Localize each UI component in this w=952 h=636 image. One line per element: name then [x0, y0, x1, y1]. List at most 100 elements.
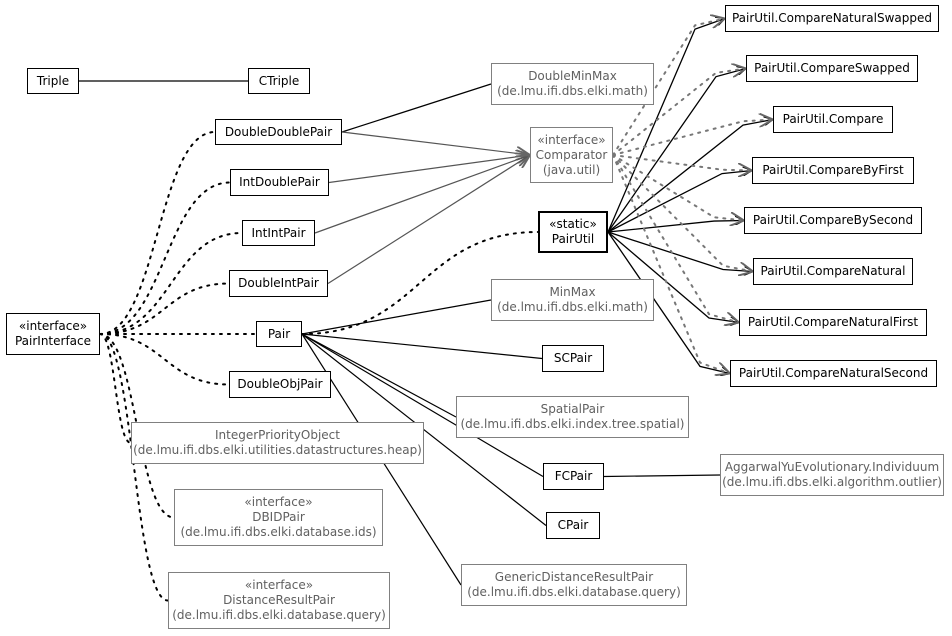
edge-comparator-to-compare_by_second: [612, 154, 745, 221]
interface-comparator[interactable]: «interface»Comparator(java.util): [530, 127, 613, 183]
class-min-max[interactable]: MinMax(de.lmu.ifi.dbs.elki.math): [491, 279, 654, 321]
edge-comparator-to-compare_natural: [612, 154, 753, 272]
node-text-line: DoubleIntPair: [238, 276, 319, 290]
node-text-line: CPair: [557, 518, 589, 532]
node-text-line: DoubleDoublePair: [224, 124, 333, 139]
node-text-line: IntegerPriorityObject: [215, 428, 340, 442]
interface-distance-result-pair[interactable]: «interface»DistanceResultPair(de.lmu.ifi…: [168, 572, 390, 629]
node-text-line: Pair: [267, 326, 291, 341]
node-text-line: «interface»: [244, 578, 314, 592]
node-text-line: IntIntPair: [251, 225, 306, 240]
edge-pair_interface-to-double_int_pair: [99, 282, 230, 335]
edge-comparator-to-compare_by_first: [612, 154, 753, 171]
interface-dbid-pair[interactable]: «interface»DBIDPair(de.lmu.ifi.dbs.elki.…: [174, 489, 383, 546]
class-compare-natural-first[interactable]: PairUtil.CompareNaturalFirst: [739, 309, 927, 336]
node-text-line: (java.util): [542, 162, 601, 177]
edge-pair-to-fc_pair: [301, 333, 544, 478]
node-text-line: «interface»: [18, 319, 88, 333]
node-text-line: DoubleMinMax: [528, 69, 617, 83]
class-triple[interactable]: Triple: [27, 68, 79, 94]
class-double-min-max[interactable]: DoubleMinMax(de.lmu.ifi.dbs.elki.math): [491, 63, 654, 105]
node-text-line: (de.lmu.ifi.dbs.elki.database.ids): [180, 525, 377, 539]
class-compare-natural-swapped[interactable]: PairUtil.CompareNaturalSwapped: [725, 5, 939, 32]
node-text-line: PairUtil.CompareNaturalSecond: [738, 366, 929, 380]
class-compare-natural-second[interactable]: PairUtil.CompareNaturalSecond: [730, 360, 937, 387]
node-text-line: DBIDPair: [252, 510, 305, 524]
node-text-line: DoubleObjPair: [237, 377, 323, 391]
class-fc-pair[interactable]: FCPair: [543, 463, 604, 490]
edge-fc_pair-to-aggarwal_yu: [603, 474, 721, 478]
class-double-double-pair[interactable]: DoubleDoublePair: [215, 119, 342, 145]
node-text-line: MinMax: [549, 285, 596, 299]
node-text-line: (de.lmu.ifi.dbs.elki.database.query): [467, 585, 681, 599]
edge-pair_interface-to-int_int_pair: [99, 232, 243, 335]
edge-comparator-to-compare_natural_second: [612, 154, 730, 374]
node-text-line: «interface»: [244, 495, 313, 509]
node-text-line: (de.lmu.ifi.dbs.elki.math): [497, 84, 648, 98]
class-c-pair[interactable]: CPair: [546, 512, 600, 539]
node-text-line: PairUtil.CompareNaturalSwapped: [731, 11, 932, 25]
edge-pair-to-spatial_pair: [301, 333, 457, 418]
node-text-line: PairUtil.CompareBySecond: [752, 213, 914, 227]
node-text-line: «interface»: [537, 132, 606, 147]
node-text-line: Triple: [36, 73, 70, 88]
node-text-line: GenericDistanceResultPair: [494, 570, 654, 584]
class-compare-by-second[interactable]: PairUtil.CompareBySecond: [744, 207, 922, 234]
node-text-line: SpatialPair: [540, 402, 605, 416]
edge-pair_interface-to-distance_result_pair: [99, 333, 169, 602]
class-integer-priority-object[interactable]: IntegerPriorityObject(de.lmu.ifi.dbs.elk…: [131, 422, 424, 464]
node-text-line: PairInterface: [14, 334, 92, 348]
edge-double_int_pair-to-comparator: [327, 155, 530, 285]
edge-pair_interface-to-integer_priority_object: [99, 333, 132, 444]
edge-pair_interface-to-int_double_pair: [99, 181, 231, 335]
node-text-line: IntDoublePair: [239, 175, 320, 189]
class-compare-natural[interactable]: PairUtil.CompareNatural: [753, 258, 913, 285]
node-text-line: DistanceResultPair: [223, 593, 335, 607]
class-int-int-pair[interactable]: IntIntPair: [242, 220, 315, 246]
class-compare-swapped[interactable]: PairUtil.CompareSwapped: [746, 55, 918, 82]
class-pair[interactable]: Pair: [256, 321, 302, 347]
edge-pair_util-to-compare_natural_swapped: [607, 19, 725, 233]
node-text-line: AggarwalYuEvolutionary.Individuum: [724, 460, 940, 474]
edge-pair-to-pair_util: [301, 231, 539, 335]
class-sc-pair[interactable]: SCPair: [542, 345, 604, 372]
edge-comparator-to-compare: [612, 120, 774, 156]
class-double-int-pair[interactable]: DoubleIntPair: [229, 270, 328, 297]
node-text-line: Comparator: [535, 147, 608, 162]
node-text-line: (de.lmu.ifi.dbs.elki.algorithm.outlier): [722, 475, 942, 489]
node-text-line: (de.lmu.ifi.dbs.elki.math): [497, 300, 648, 314]
node-text-line: PairUtil.CompareNaturalFirst: [747, 315, 919, 329]
node-text-line: (de.lmu.ifi.dbs.elki.database.query): [172, 608, 386, 622]
node-text-line: PairUtil.CompareSwapped: [754, 61, 910, 75]
edge-pair-to-min_max: [301, 299, 492, 335]
node-text-line: «static»: [549, 217, 597, 231]
class-ctriple[interactable]: CTriple: [248, 68, 310, 94]
edge-pair-to-sc_pair: [301, 333, 543, 360]
edge-double_double_pair-to-double_min_max: [341, 83, 492, 133]
node-text-line: PairUtil.CompareNatural: [760, 264, 906, 278]
class-pair-util[interactable]: «static»PairUtil: [538, 211, 608, 253]
edge-comparator-to-compare_natural_swapped: [612, 19, 725, 156]
class-compare-by-first[interactable]: PairUtil.CompareByFirst: [752, 157, 914, 184]
edge-int_int_pair-to-comparator: [314, 155, 530, 234]
node-text-line: PairUtil.CompareByFirst: [762, 163, 904, 177]
class-generic-distance-result-pair[interactable]: GenericDistanceResultPair(de.lmu.ifi.dbs…: [461, 564, 687, 606]
node-text-line: (de.lmu.ifi.dbs.elki.utilities.datastruc…: [133, 443, 422, 457]
edge-int_double_pair-to-comparator: [328, 155, 530, 184]
class-int-double-pair[interactable]: IntDoublePair: [230, 169, 329, 196]
class-compare[interactable]: PairUtil.Compare: [773, 106, 893, 133]
node-text-line: PairUtil.Compare: [782, 112, 884, 126]
edge-pair-to-c_pair: [301, 333, 547, 526]
edge-comparator-to-compare_swapped: [612, 69, 747, 156]
class-aggarwal-yu-individuum[interactable]: AggarwalYuEvolutionary.Individuum(de.lmu…: [720, 454, 944, 496]
node-text-line: CTriple: [258, 73, 300, 88]
edge-comparator-to-compare_natural_first: [612, 154, 739, 323]
class-spatial-pair[interactable]: SpatialPair(de.lmu.ifi.dbs.elki.index.tr…: [456, 396, 689, 438]
node-text-line: FCPair: [554, 469, 593, 483]
interface-pair-interface[interactable]: «interface»PairInterface: [6, 313, 100, 355]
node-text-line: SCPair: [553, 351, 593, 365]
edge-double_double_pair-to-comparator: [341, 131, 530, 155]
class-double-obj-pair[interactable]: DoubleObjPair: [229, 371, 331, 398]
edge-pair_interface-to-double_double_pair: [99, 131, 216, 335]
